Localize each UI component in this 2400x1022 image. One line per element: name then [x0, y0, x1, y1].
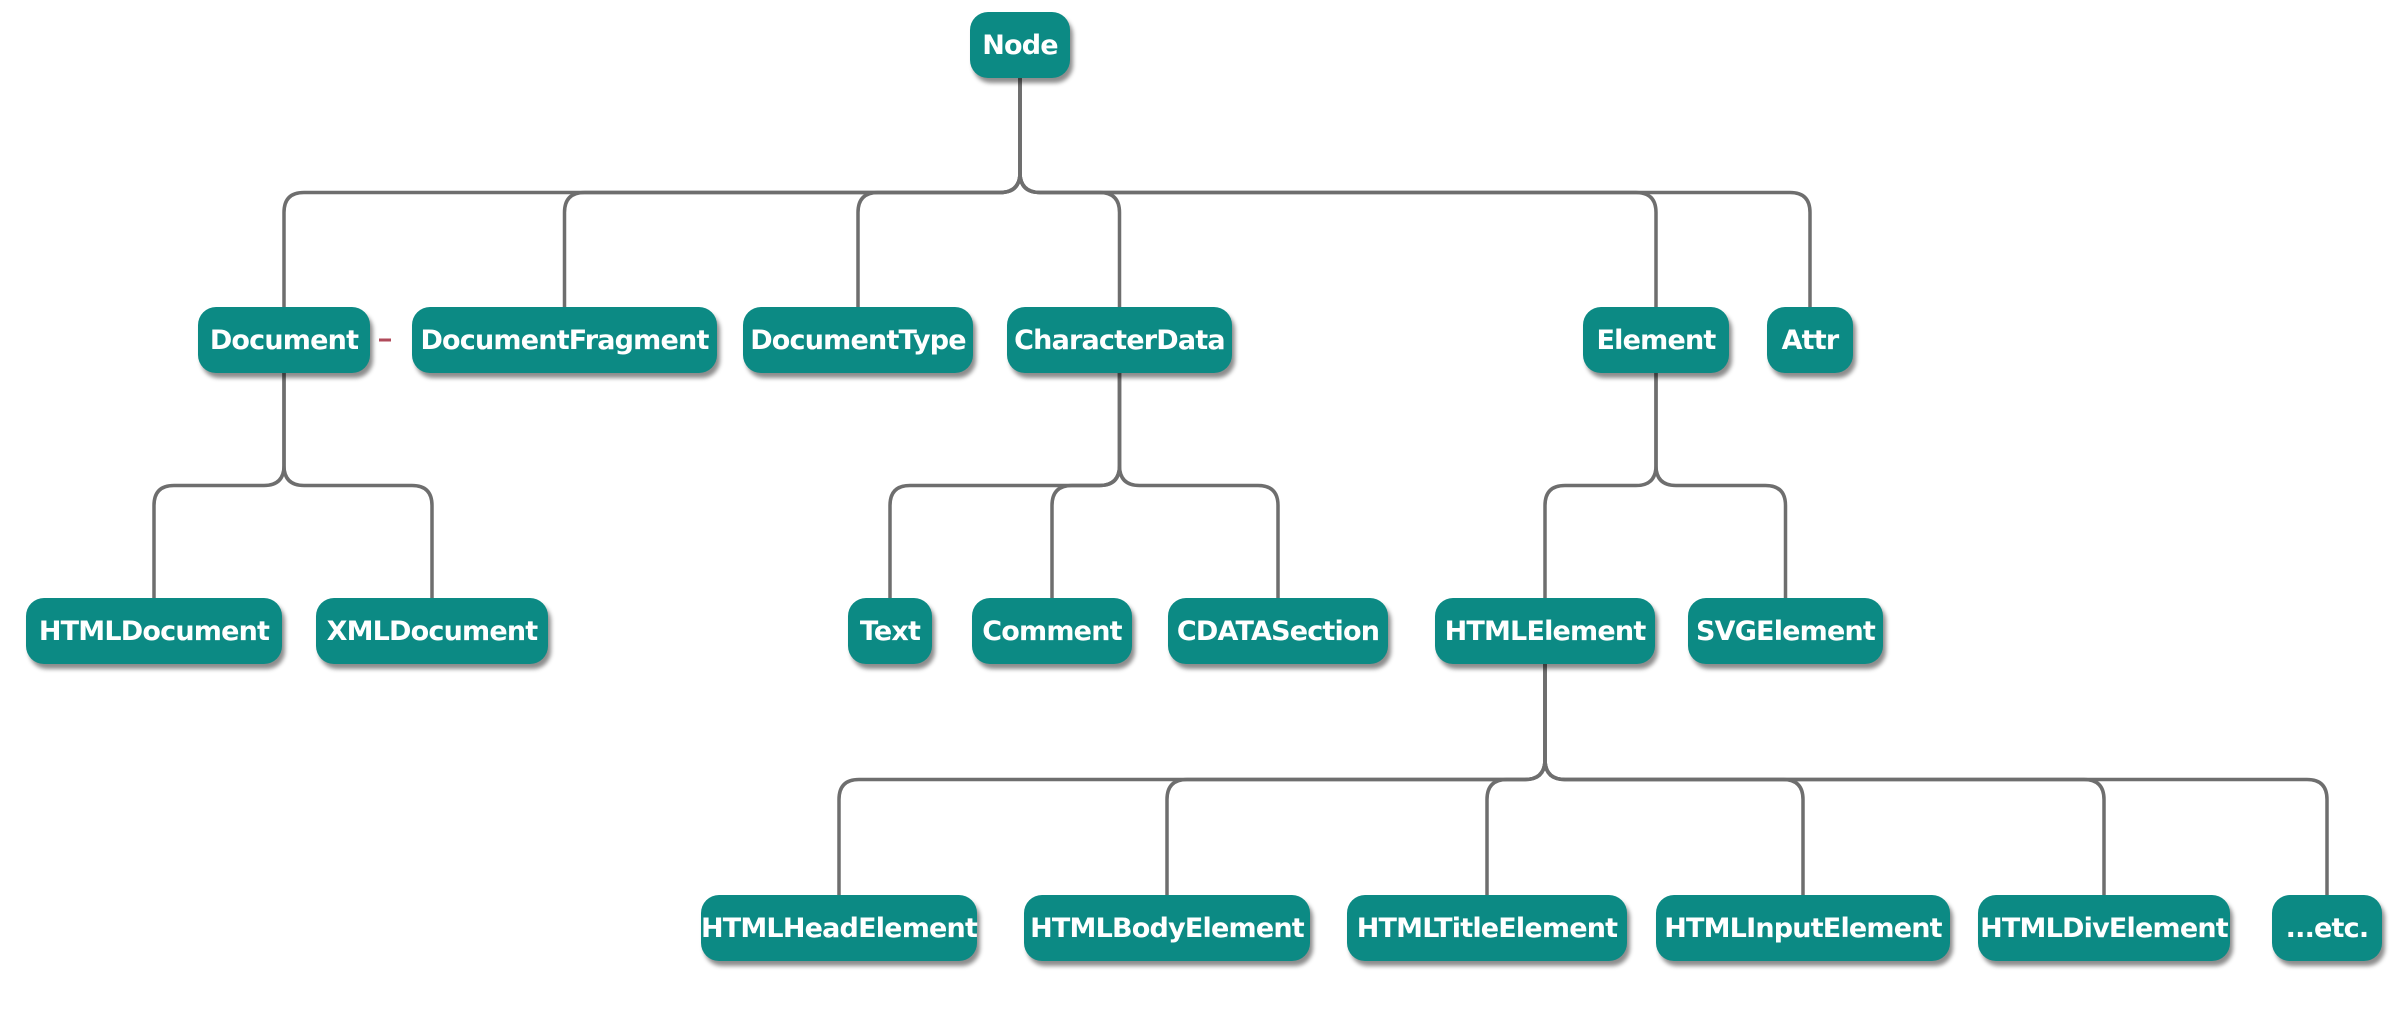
node-document-type: DocumentType	[743, 307, 973, 373]
node-node: Node	[970, 12, 1070, 78]
node-attr: Attr	[1767, 307, 1853, 373]
node-element: Element	[1583, 307, 1729, 373]
node-html-div-element: HTMLDivElement	[1978, 895, 2230, 961]
node-document-fragment: DocumentFragment	[412, 307, 717, 373]
edge-element-svg_element	[1654, 373, 1788, 598]
edge-character_data-cdata_section	[1117, 373, 1280, 598]
node-html-body-element: HTMLBodyElement	[1024, 895, 1310, 961]
edge-document-xml_document	[282, 373, 434, 598]
node-cdata-section: CDATASection	[1168, 598, 1388, 664]
node-comment: Comment	[972, 598, 1132, 664]
node-html-input-element: HTMLInputElement	[1656, 895, 1950, 961]
edge-html_element-etc	[1543, 664, 2329, 895]
node-html-title-element: HTMLTitleElement	[1347, 895, 1627, 961]
node-document: Document	[198, 307, 370, 373]
node-text: Text	[848, 598, 932, 664]
edge-html_element-html_title_element	[1485, 664, 1547, 895]
node-html-element: HTMLElement	[1435, 598, 1655, 664]
edge-character_data-comment	[1050, 373, 1122, 598]
edge-node-document_type	[856, 78, 1022, 307]
node-html-head-element: HTMLHeadElement	[701, 895, 978, 961]
node-xml-document: XMLDocument	[316, 598, 548, 664]
edge-document-html_document	[152, 373, 286, 598]
node-svg-element: SVGElement	[1688, 598, 1883, 664]
edge-element-html_element	[1543, 373, 1658, 598]
node-etc: ...etc.	[2272, 895, 2382, 961]
node-character-data: CharacterData	[1007, 307, 1232, 373]
edge-node-attr	[1018, 78, 1812, 307]
node-html-document: HTMLDocument	[26, 598, 282, 664]
